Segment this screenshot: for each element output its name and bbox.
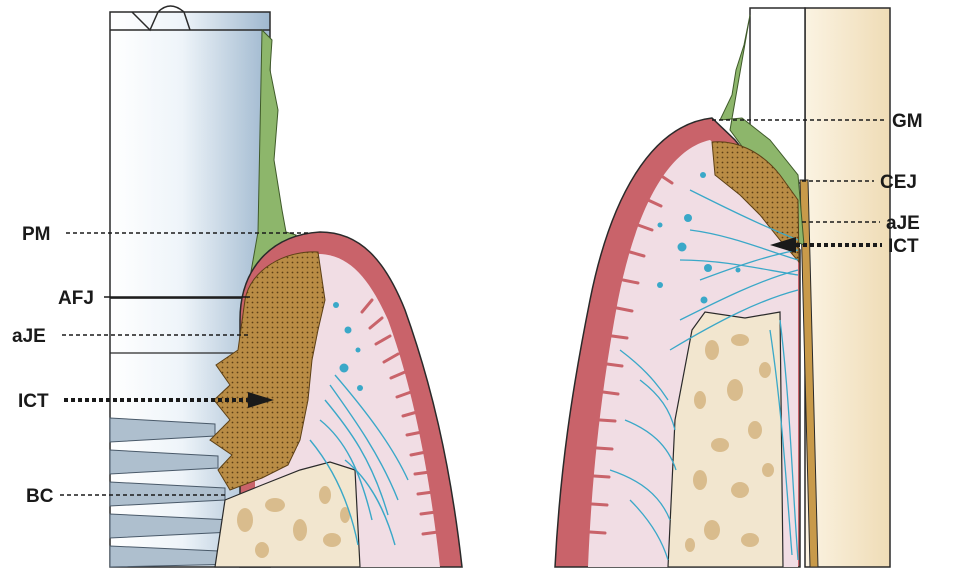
tooth-root [805, 8, 890, 567]
label-pm: PM [22, 224, 51, 245]
label-aje-right: aJE [886, 213, 920, 234]
label-cej: CEJ [880, 172, 917, 193]
left-panel-implant [110, 6, 462, 567]
label-bc: BC [26, 486, 54, 507]
label-aje-left: aJE [12, 326, 46, 347]
label-ict-left: ICT [18, 391, 49, 412]
label-gm: GM [892, 111, 923, 132]
label-ict-right: ICT [888, 236, 919, 257]
label-afj: AFJ [58, 288, 94, 309]
right-panel-tooth [555, 8, 890, 567]
